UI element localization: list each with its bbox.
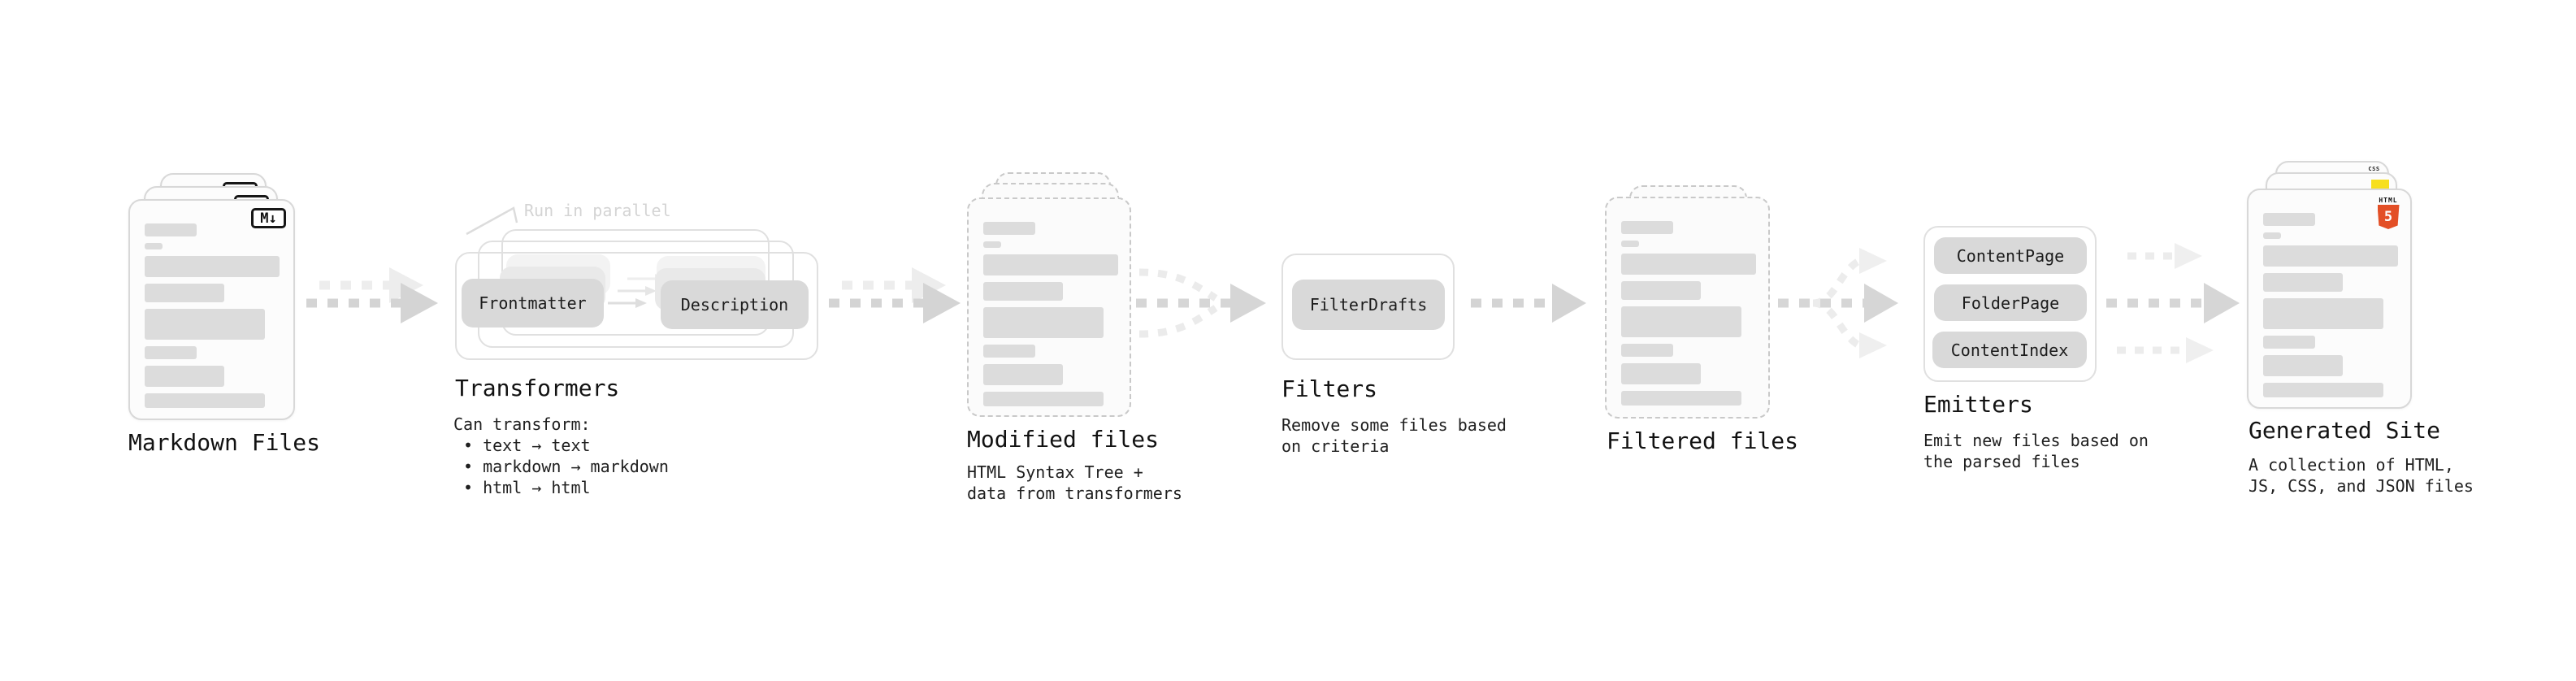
emitter-chip-contentpage: ContentPage [1934,237,2087,274]
html5-icon-shield: 5 [2377,205,2400,229]
emitter-chip-contentindex: ContentIndex [1932,332,2087,368]
placeholder-bar [145,223,197,236]
markdown-icon: M↓ [251,208,286,228]
modified-files-title: Modified files [967,426,1160,453]
placeholder-bar [1621,221,1673,234]
modified-desc-line: HTML Syntax Tree + [967,462,1143,482]
placeholder-bar [983,345,1035,358]
transformers-desc-heading: Can transform: [453,414,591,434]
filters-desc-line: Remove some files based [1281,415,1507,435]
placeholder-bar [983,254,1118,275]
placeholder-bar [1621,254,1756,275]
filtered-file-card-front [1605,197,1770,419]
placeholder-bar [1621,363,1701,384]
run-in-parallel-note: Run in parallel [524,201,671,220]
placeholder-bar [1621,306,1741,337]
file-content-placeholder [145,223,280,414]
modified-file-card-front [967,197,1131,417]
emitters-title: Emitters [1923,391,2033,418]
file-content-placeholder [2263,213,2398,404]
placeholder-bar [2263,383,2383,397]
placeholder-bar [983,364,1063,385]
placeholder-bar [2263,336,2315,349]
transformers-bullet: • html → html [463,478,591,497]
generated-desc-line: A collection of HTML, [2249,455,2454,475]
transformer-chip-frontmatter: Frontmatter [462,279,604,327]
modified-desc-line: data from transformers [967,484,1182,503]
flow-arrow-icon [1471,284,1586,323]
flow-arrow-icon [306,267,438,323]
filters-frame [1281,254,1455,360]
placeholder-bar [145,256,280,277]
placeholder-bar [2263,232,2281,239]
placeholder-bar [145,366,224,387]
emitters-desc-line: the parsed files [1923,452,2080,471]
filters-description: Remove some files based on criteria [1281,414,1507,457]
emitters-description: Emit new files based on the parsed files [1923,430,2149,472]
placeholder-bar [145,309,265,340]
placeholder-bar [2263,273,2343,292]
placeholder-bar [2263,245,2398,267]
placeholder-bar [1621,391,1741,406]
html5-icon-label: HTML [2379,197,2398,204]
js-icon [2371,180,2389,190]
placeholder-bar [1621,344,1673,357]
placeholder-bar [2263,213,2315,226]
filtered-files-title: Filtered files [1607,427,1799,454]
flow-arrow-icon [829,267,961,323]
fanout-arrow-icon [1778,248,1898,358]
placeholder-bar [145,346,197,359]
placeholder-bar [983,392,1104,406]
modified-files-description: HTML Syntax Tree + data from transformer… [967,462,1182,504]
css-icon-label: CSS [2368,166,2380,172]
markdown-file-card-front: M↓ [128,199,295,420]
transformers-description: Can transform: • text → text • markdown … [453,414,669,498]
generated-desc-line: JS, CSS, and JSON files [2249,476,2474,496]
filter-chip-filterdrafts: FilterDrafts [1292,280,1445,330]
transformers-bullet: • text → text [463,436,591,455]
emitter-chip-folderpage: FolderPage [1934,284,2087,321]
transformers-title: Transformers [455,375,620,401]
markdown-files-title: Markdown Files [128,429,321,456]
file-content-placeholder [1621,221,1756,412]
html5-icon: HTML 5 [2376,197,2400,229]
generated-site-description: A collection of HTML, JS, CSS, and JSON … [2249,454,2474,497]
emitters-desc-line: Emit new files based on [1923,431,2149,450]
transformer-chip-description: Description [661,280,809,329]
placeholder-bar [983,307,1104,338]
html5-icon-number: 5 [2383,209,2393,225]
placeholder-bar [983,241,1001,248]
placeholder-bar [2263,298,2383,329]
placeholder-bar [983,222,1035,235]
emitters-frame [1923,226,2097,382]
generated-site-title: Generated Site [2249,417,2441,444]
placeholder-bar [983,282,1063,301]
transformer-frame-front [455,252,818,360]
transformers-bullet: • markdown → markdown [463,457,669,476]
placeholder-bar [1621,281,1701,300]
placeholder-bar [2263,355,2343,376]
merge-arrow-icon [1136,268,1266,338]
triple-arrow-icon [2106,243,2240,363]
placeholder-bar [145,284,224,302]
file-content-placeholder [983,222,1118,413]
filters-desc-line: on criteria [1281,436,1390,456]
callout-line [466,206,518,236]
filters-title: Filters [1281,375,1378,402]
generated-file-card-front: HTML 5 [2247,189,2412,409]
placeholder-bar [1621,241,1639,247]
placeholder-bar [145,393,265,408]
placeholder-bar [145,243,163,249]
